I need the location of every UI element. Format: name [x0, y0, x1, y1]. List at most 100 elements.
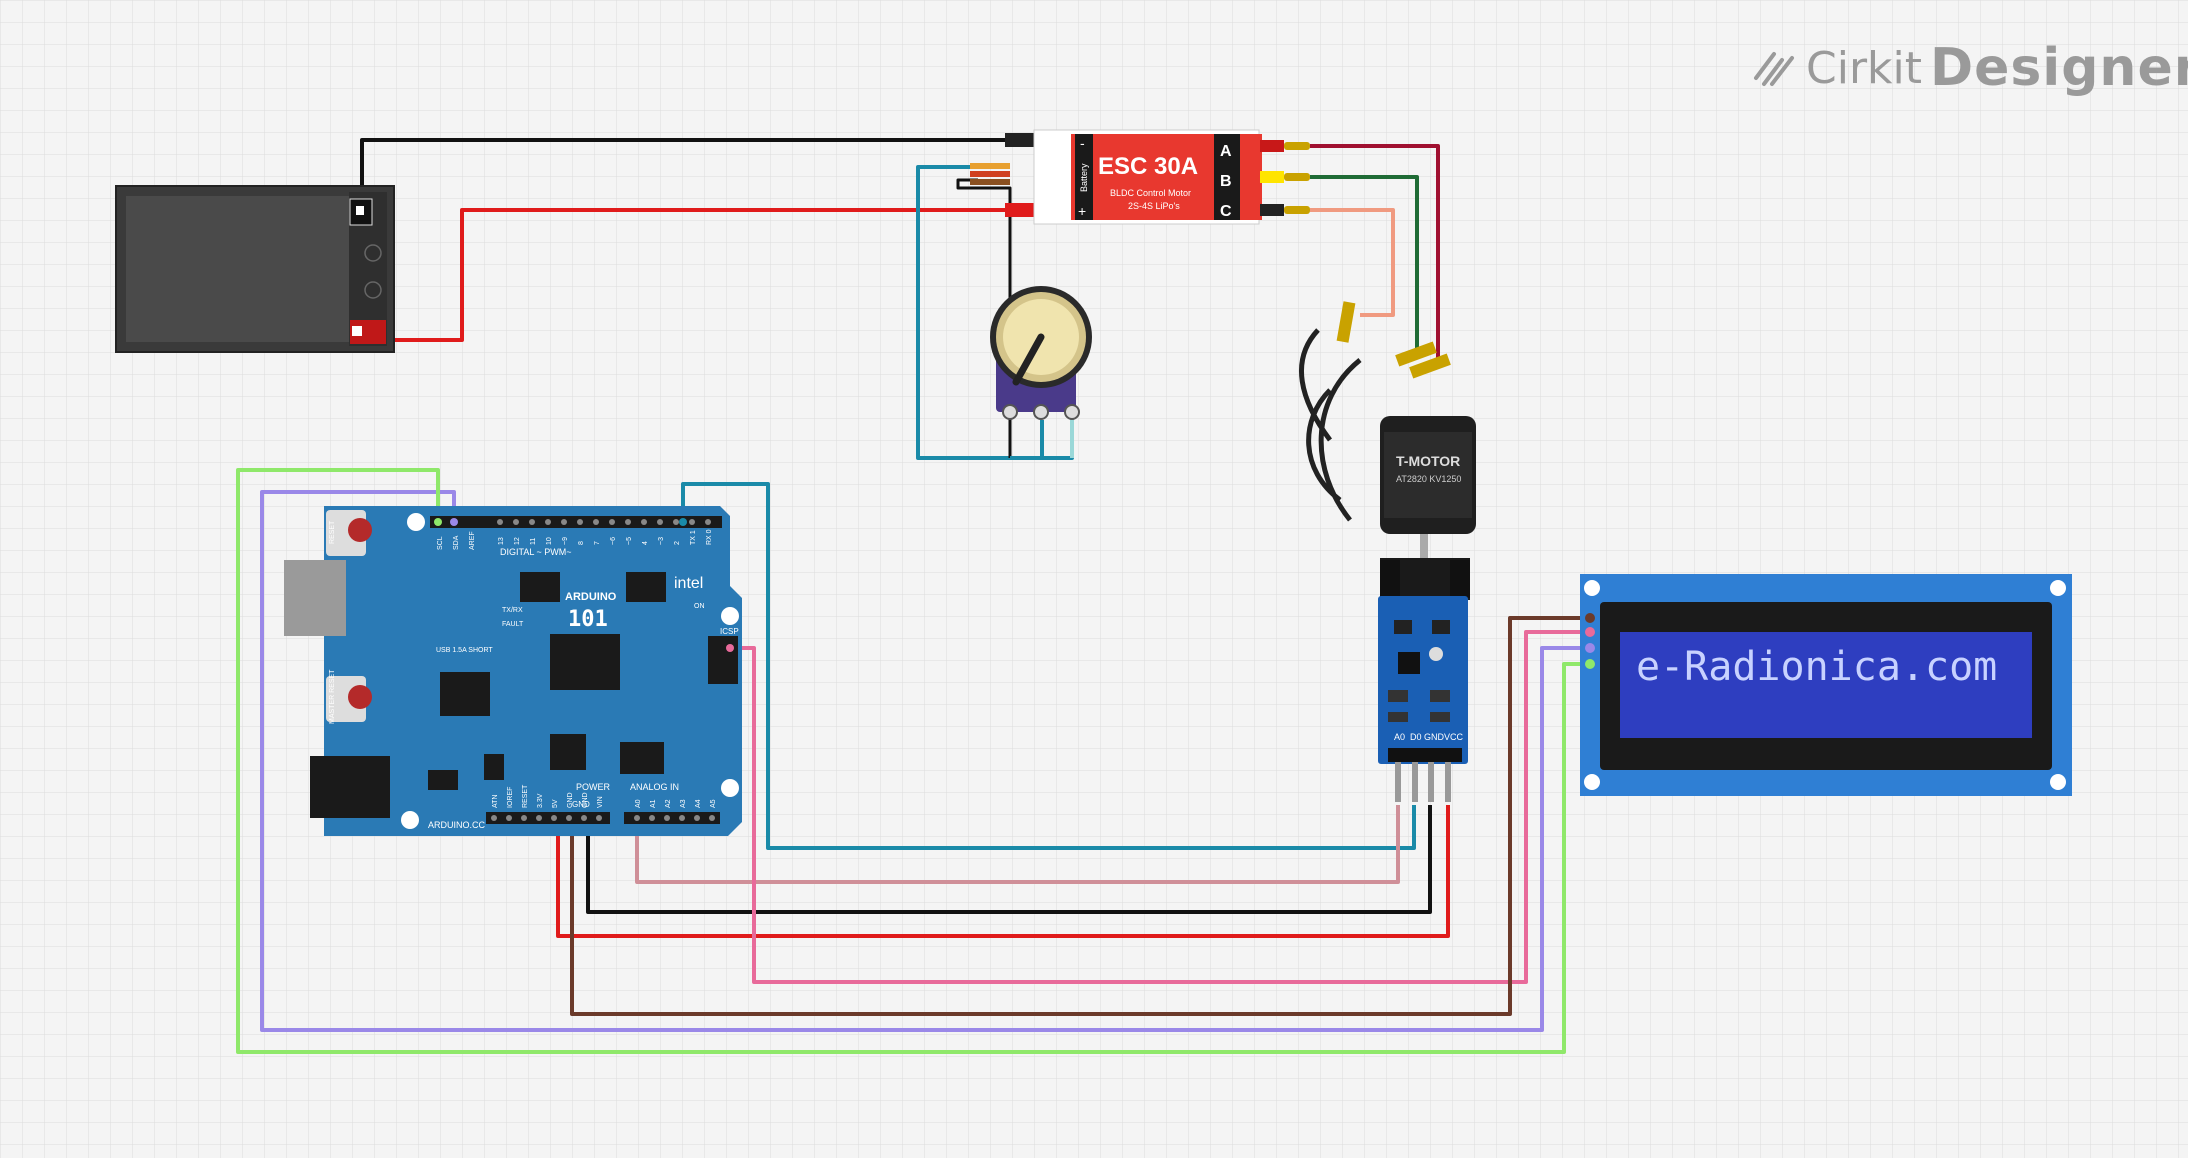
arduino-txrx: TX/RX — [502, 607, 523, 614]
arduino-brand: ARDUINO — [565, 591, 617, 603]
header-pin[interactable] — [581, 815, 587, 821]
header-pin[interactable] — [561, 519, 567, 525]
potentiometer[interactable] — [990, 286, 1092, 420]
header-pin[interactable] — [664, 815, 670, 821]
header-pin[interactable] — [649, 815, 655, 821]
header-pin[interactable] — [694, 815, 700, 821]
header-pin[interactable] — [593, 519, 599, 525]
arduino-digital-label: DIGITAL ~ PWM~ — [500, 547, 572, 557]
wire-sda-to-lcd[interactable] — [260, 490, 1590, 1032]
pin-label: ~3 — [658, 537, 665, 545]
pin-label: 5V — [552, 799, 559, 808]
brand-name: Cirkit — [1806, 42, 1922, 94]
pin-label: 2 — [674, 541, 681, 545]
motor-brand: T-MOTOR — [1396, 453, 1460, 469]
header-pin[interactable] — [657, 519, 663, 525]
arduino-intel: intel — [674, 575, 703, 592]
pin-label: A2 — [665, 799, 672, 808]
esc-line1: BLDC Control Motor — [1110, 188, 1191, 198]
wire-esc-signal[interactable] — [916, 165, 1044, 460]
wire-phase-a[interactable] — [1310, 144, 1440, 365]
esc-title: ESC 30A — [1098, 153, 1198, 180]
header-pin[interactable] — [673, 519, 679, 525]
esc-phase-c: C — [1220, 203, 1232, 220]
wire-battery-positive[interactable] — [380, 208, 1010, 342]
arduino-sda: SDA — [453, 535, 460, 550]
sensor-pin-a0: A0 — [1394, 732, 1405, 742]
arduino-master-reset-label: MASTER RESET — [329, 669, 336, 724]
pin-label: 3.3V — [537, 793, 544, 808]
arduino-site: ARDUINO.CC — [428, 820, 486, 830]
wire-a0-to-sensor[interactable] — [635, 805, 1400, 884]
pin-label: 4 — [642, 541, 649, 545]
wire-phase-c[interactable] — [1310, 208, 1395, 317]
header-pin[interactable] — [709, 815, 715, 821]
header-pin[interactable] — [551, 815, 557, 821]
arduino-icsp: ICSP — [720, 627, 739, 636]
esc[interactable]: - + Battery ESC 30A BLDC Control Motor 2… — [970, 129, 1310, 225]
pin-label: A1 — [650, 799, 657, 808]
pin-label: 12 — [514, 537, 521, 545]
header-pin[interactable] — [577, 519, 583, 525]
pin-label: IOREF — [507, 787, 514, 808]
header-pin[interactable] — [679, 815, 685, 821]
sensor-pin-gnd: GND — [1424, 732, 1445, 742]
arduino-101[interactable]: ARDUINO 101 intel DIGITAL ~ PWM~ POWER A… — [284, 506, 742, 836]
wire-gnd-to-lcd[interactable] — [570, 616, 1590, 1016]
arduino-gnd: GND — [572, 800, 590, 809]
pin-label: ~5 — [626, 537, 633, 545]
arduino-reset-label: RESET — [329, 520, 336, 544]
header-pin[interactable] — [506, 815, 512, 821]
wire-d3-to-sensor[interactable] — [681, 482, 1416, 850]
header-pin[interactable] — [689, 519, 695, 525]
cirkit-designer-logo: Cirkit Designer — [1752, 38, 2188, 98]
header-pin[interactable] — [566, 815, 572, 821]
header-pin[interactable] — [529, 519, 535, 525]
cirkit-logo-icon — [1754, 52, 1794, 86]
header-pin[interactable] — [634, 815, 640, 821]
battery[interactable] — [115, 185, 395, 353]
pin-label: 10 — [546, 537, 553, 545]
speed-sensor[interactable]: A0 D0 GND VCC — [1378, 558, 1470, 802]
header-pin[interactable] — [545, 519, 551, 525]
pin-label: 8 — [578, 541, 585, 545]
lcd-text: e-Radionica.com — [1636, 644, 1997, 690]
header-pin[interactable] — [497, 519, 503, 525]
header-pin[interactable] — [521, 815, 527, 821]
wire-gnd-to-sensor[interactable] — [586, 805, 1432, 914]
pin-label: 11 — [530, 538, 537, 545]
wire-icsp-to-lcd[interactable] — [730, 630, 1590, 984]
pin-label: A5 — [710, 799, 717, 808]
pin-label: ATN — [492, 795, 499, 808]
pin-label: RESET — [522, 784, 529, 808]
esc-phase-b: B — [1220, 173, 1232, 190]
esc-minus: - — [1080, 135, 1085, 151]
header-pin[interactable] — [491, 815, 497, 821]
motor-model: AT2820 KV1250 — [1396, 474, 1461, 484]
esc-phase-a: A — [1220, 143, 1232, 160]
header-pin[interactable] — [705, 519, 711, 525]
reset-button[interactable] — [348, 518, 372, 542]
header-pin[interactable] — [641, 519, 647, 525]
master-reset-button[interactable] — [348, 685, 372, 709]
wire-phase-b[interactable] — [1310, 175, 1419, 352]
pin-label: GND — [567, 792, 574, 808]
header-pin[interactable] — [596, 815, 602, 821]
sensor-pin-vcc: VCC — [1444, 732, 1464, 742]
pin-label: A0 — [635, 799, 642, 808]
arduino-scl: SCL — [437, 536, 444, 550]
arduino-usb: USB 1.5A SHORT — [436, 647, 493, 654]
header-pin[interactable] — [536, 815, 542, 821]
wire-esc-gnd[interactable] — [956, 178, 1012, 458]
arduino-power-label: POWER — [576, 782, 611, 792]
wire-scl-to-lcd[interactable] — [236, 468, 1590, 1054]
header-pin[interactable] — [625, 519, 631, 525]
arduino-model: 101 — [568, 607, 608, 632]
wire-5v-to-sensor[interactable] — [556, 805, 1450, 938]
header-pin[interactable] — [609, 519, 615, 525]
header-pin[interactable] — [513, 519, 519, 525]
lcd-display[interactable]: e-Radionica.com — [1580, 574, 2072, 796]
sensor-pin-d0: D0 — [1410, 732, 1422, 742]
